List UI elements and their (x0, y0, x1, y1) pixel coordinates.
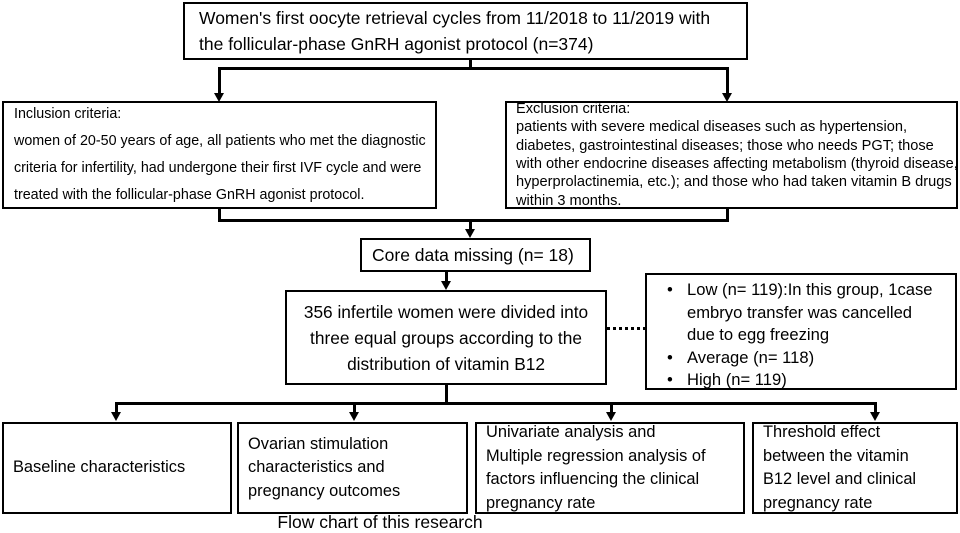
inclusion-line-1: Inclusion criteria: (14, 106, 122, 122)
bullet-icon: • (667, 370, 673, 389)
connector-inclusion-down (218, 209, 221, 222)
arrow-to-outcome-analysis (606, 412, 616, 421)
outcome-box-ovarian: Ovarian stimulation characteristics and … (237, 422, 468, 514)
arrow-to-grouping (441, 281, 451, 290)
outcome-threshold-line-4: pregnancy rate (763, 493, 873, 512)
figure-caption: Flow chart of this research (277, 512, 483, 532)
core-data-missing-box: Core data missing (n= 18) (360, 238, 591, 272)
outcome-ovarian-line-1: Ovarian stimulation (248, 434, 389, 453)
connector-to-inclusion (218, 67, 221, 94)
bullet-icon: • (667, 347, 673, 367)
bullet-icon: • (667, 280, 673, 299)
outcome-box-baseline: Baseline characteristics (2, 422, 232, 514)
arrow-to-outcome-baseline (111, 412, 121, 421)
connector-header-stem (469, 60, 472, 69)
groups-list: • Low (n= 119):In this group, 1case embr… (653, 279, 947, 392)
group-item-high: • High (n= 119) (653, 369, 947, 392)
arrow-to-core-missing (465, 229, 475, 238)
connector-grouping-down (445, 385, 448, 404)
group-item-average: • Average (n= 118) (653, 347, 947, 370)
outcome-ovarian-line-3: pregnancy outcomes (248, 481, 401, 500)
grouping-line-1: 356 infertile women were divided into (303, 301, 589, 322)
group-item-low: • Low (n= 119):In this group, 1case embr… (653, 279, 947, 347)
connector-core-to-grouping (445, 272, 448, 282)
connector-dotted-grouping-to-groups (607, 327, 646, 330)
inclusion-criteria-box: Inclusion criteria: women of 20-50 years… (2, 101, 437, 209)
group-high-line-1: High (n= 119) (687, 370, 787, 389)
connector-criteria-merge-bus (218, 219, 729, 222)
group-low-line-2: embryo transfer was cancelled (687, 302, 913, 322)
exclusion-line-2: patients with severe medical diseases su… (516, 119, 907, 136)
outcome-baseline-line-1: Baseline characteristics (13, 458, 186, 477)
outcome-analysis-line-3: factors influencing the clinical (486, 470, 700, 488)
header-box: Women's first oocyte retrieval cycles fr… (183, 2, 748, 60)
grouping-line-2: three equal groups according to the (310, 327, 582, 348)
inclusion-line-3: criteria for infertility, had undergone … (14, 160, 422, 176)
exclusion-line-5: hyperprolactinemia, etc.); and those who… (516, 174, 952, 191)
connector-exclusion-down (726, 209, 729, 222)
groups-box: • Low (n= 119):In this group, 1case embr… (645, 273, 957, 390)
outcome-threshold-line-2: between the vitamin (763, 446, 909, 465)
arrow-to-outcome-threshold (870, 412, 880, 421)
grouping-box: 356 infertile women were divided into th… (285, 290, 607, 385)
connector-to-outcome-baseline (115, 402, 118, 414)
arrow-to-exclusion (722, 93, 732, 102)
header-line-1: Women's first oocyte retrieval cycles fr… (199, 8, 711, 28)
group-average-line-1: Average (n= 118) (687, 347, 815, 367)
exclusion-line-3: diabetes, gastrointestinal diseases; tho… (516, 137, 934, 154)
outcome-threshold-line-3: B12 level and clinical (763, 470, 917, 488)
connector-to-outcome-threshold (874, 402, 877, 414)
connector-to-exclusion (726, 67, 729, 94)
connector-header-bus (218, 67, 728, 70)
connector-to-outcome-ovarian (353, 402, 356, 414)
outcome-analysis-line-4: pregnancy rate (486, 493, 596, 512)
outcome-box-threshold: Threshold effect between the vitamin B12… (752, 422, 958, 514)
group-low-line-1: Low (n= 119):In this group, 1case (687, 280, 933, 299)
connector-merge-to-core (469, 219, 472, 231)
arrow-to-inclusion (214, 93, 224, 102)
connector-outcomes-bus (115, 402, 876, 405)
grouping-line-3: distribution of vitamin B12 (347, 353, 545, 374)
arrow-to-outcome-ovarian (349, 412, 359, 421)
outcome-box-analysis: Univariate analysis and Multiple regress… (475, 422, 745, 514)
core-missing-label: Core data missing (n= 18) (372, 245, 574, 265)
exclusion-criteria-box: Exclusion criteria: patients with severe… (505, 101, 958, 209)
outcome-analysis-line-2: Multiple regression analysis of (486, 446, 706, 465)
outcome-threshold-line-1: Threshold effect (763, 423, 881, 441)
exclusion-line-6: within 3 months. (516, 192, 622, 209)
connector-to-outcome-analysis (610, 402, 613, 414)
group-low-line-3: due to egg freezing (687, 325, 830, 344)
header-line-2: the follicular-phase GnRH agonist protoc… (199, 34, 594, 54)
exclusion-line-1: Exclusion criteria: (516, 100, 631, 117)
outcome-ovarian-line-2: characteristics and (248, 458, 385, 477)
inclusion-line-2: women of 20-50 years of age, all patient… (14, 133, 426, 149)
inclusion-line-4: treated with the follicular-phase GnRH a… (14, 187, 365, 203)
exclusion-line-4: with other endocrine diseases affecting … (516, 156, 958, 172)
outcome-analysis-line-1: Univariate analysis and (486, 423, 656, 441)
